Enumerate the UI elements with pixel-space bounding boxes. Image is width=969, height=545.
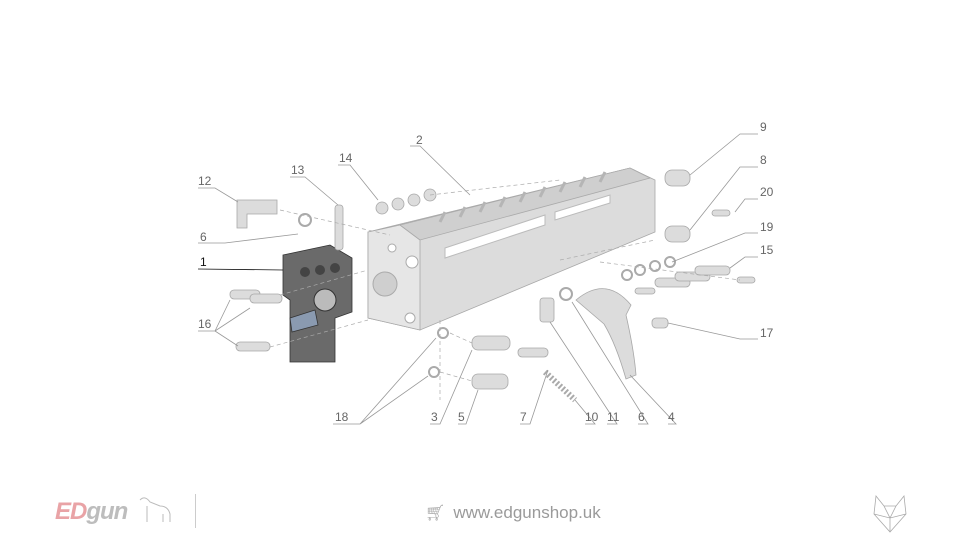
callout-12: 12 bbox=[198, 174, 212, 188]
callout-8: 10 bbox=[585, 410, 599, 424]
website-link[interactable]: 🛒︎ www.edgunshop.uk bbox=[425, 503, 601, 523]
callout-9: 11 bbox=[607, 410, 620, 424]
callout-2: 2 bbox=[416, 133, 423, 147]
callout-4: 4 bbox=[668, 410, 675, 424]
shopping-cart-icon: 🛒︎ bbox=[425, 505, 446, 522]
edgun-logo[interactable]: EDgun bbox=[55, 497, 171, 526]
callout-7: 7 bbox=[520, 410, 527, 424]
callout-16: 16 bbox=[198, 317, 212, 331]
callout-5: 5 bbox=[458, 410, 465, 424]
receiver-body bbox=[367, 167, 656, 331]
callout-18: 18 bbox=[335, 410, 349, 424]
callout-leaders bbox=[197, 133, 758, 425]
callout-6-right: 6 bbox=[638, 410, 645, 424]
logo-gun: gun bbox=[86, 498, 128, 525]
callout-6-left: 6 bbox=[200, 230, 207, 244]
callout-17: 17 bbox=[760, 326, 774, 340]
callout-1: 1 bbox=[200, 255, 207, 269]
callout-3: 3 bbox=[431, 410, 438, 424]
trigger-block bbox=[282, 244, 353, 363]
callout-20: 20 bbox=[760, 185, 774, 199]
website-url: www.edgunshop.uk bbox=[453, 503, 601, 522]
footer-divider bbox=[195, 494, 196, 528]
callout-15: 15 bbox=[760, 243, 774, 257]
callout-11: 9 bbox=[760, 120, 767, 134]
assembly-lines bbox=[269, 179, 741, 400]
callout-labels: 9 8 20 19 15 17 2 14 13 12 6 1 16 18 3 5… bbox=[198, 120, 774, 424]
callout-13: 13 bbox=[291, 163, 305, 177]
dog-icon bbox=[139, 497, 171, 522]
callout-14: 14 bbox=[339, 151, 353, 165]
callout-10: 8 bbox=[760, 153, 767, 167]
callout-19: 19 bbox=[760, 220, 774, 234]
logo-ed: ED bbox=[55, 498, 87, 525]
small-parts bbox=[229, 169, 756, 403]
wolf-head-icon bbox=[873, 494, 907, 533]
